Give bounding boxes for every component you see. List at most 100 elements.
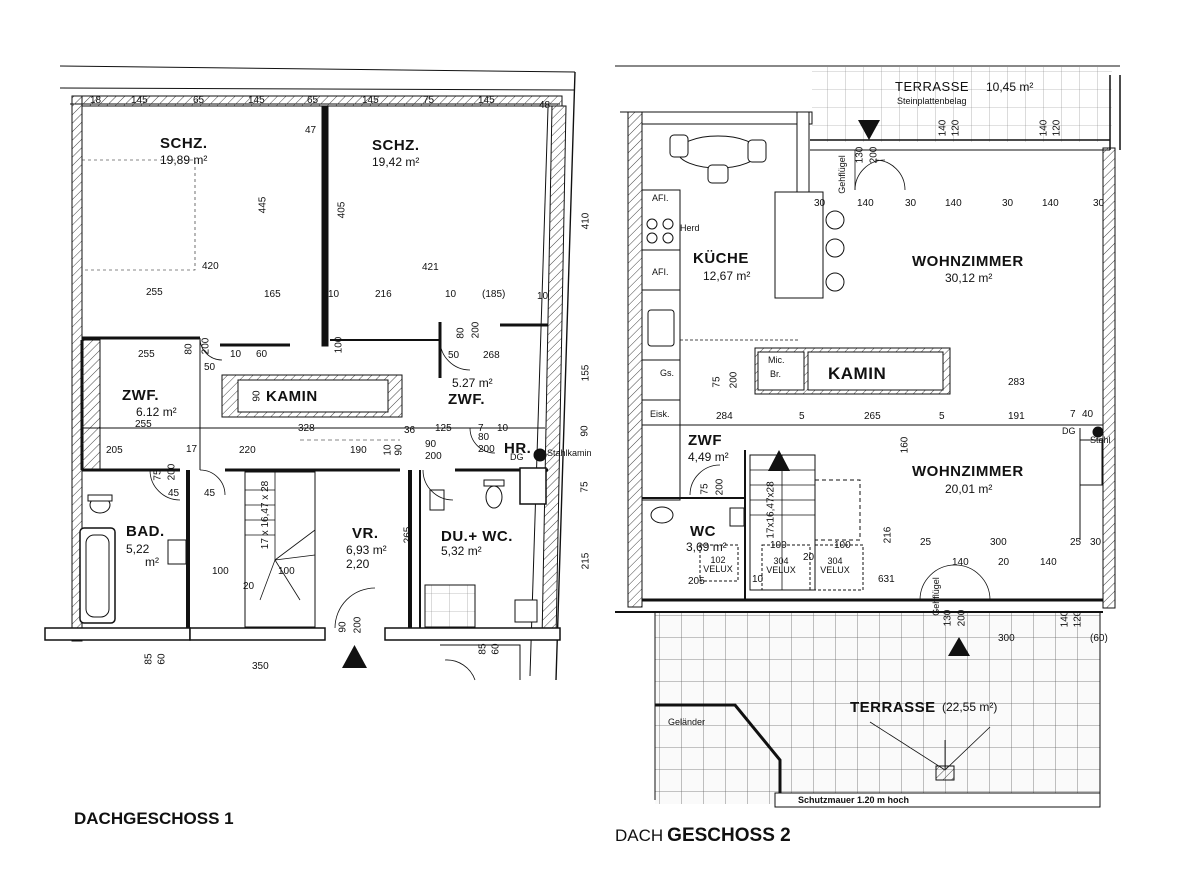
label-velux-3: 304 VELUX	[820, 556, 850, 575]
terrace-bottom-name: TERRASSE	[850, 699, 936, 716]
plan2-terrace-arrow-bottom	[948, 637, 970, 656]
room-wohnzimmer2-area: 20,01 m²	[945, 482, 993, 496]
dim: 410	[580, 212, 592, 230]
dim: 85	[477, 643, 489, 655]
dim: 45	[168, 488, 180, 499]
dim: 255	[146, 287, 163, 298]
dim: 90	[579, 425, 591, 437]
room-du-wc-area: 5,32 m²	[441, 544, 482, 558]
dim: 140	[1038, 119, 1050, 137]
dim: 200	[956, 609, 968, 627]
dim: 140	[1040, 557, 1057, 568]
plan2-title-prefix: DACH	[615, 826, 664, 845]
terrace-top-note: Steinplattenbelag	[897, 96, 967, 106]
dim: 10	[382, 444, 394, 456]
label-gehfluegel-top: Gehflügel	[836, 155, 847, 194]
dim: 100	[770, 540, 787, 551]
dim: 36	[404, 425, 416, 436]
dim: 25	[920, 537, 932, 548]
dim: 10	[230, 349, 242, 360]
plan2-terrace-arrow-top	[858, 120, 880, 140]
terrace-bottom-area: (22,55 m²)	[942, 700, 998, 714]
dim: 120	[950, 119, 962, 137]
dim: 120	[1051, 119, 1063, 137]
dim: 268	[483, 350, 500, 361]
dim: 350	[252, 661, 269, 672]
room-hr-name: HR.	[504, 440, 532, 457]
room-wohnzimmer1-area: 30,12 m²	[945, 271, 993, 285]
dim: 421	[422, 262, 439, 273]
dim: 255	[138, 349, 155, 360]
room-zwf-left-area: 6.12 m²	[136, 405, 177, 419]
plan1-walls	[44, 65, 576, 681]
dim: 283	[1008, 377, 1025, 388]
label-velux-2: 304 VELUX	[766, 556, 796, 575]
room-kamin-1-name: KAMIN	[266, 388, 318, 405]
room-schz-left-name: SCHZ.	[160, 135, 208, 152]
room-bad-area: 5,22	[126, 542, 150, 556]
dim: 75	[152, 469, 164, 481]
room-schz-right-name: SCHZ.	[372, 137, 420, 154]
room-bad-unit: m²	[145, 555, 159, 569]
label-br: Br.	[770, 369, 782, 379]
dim: 145	[248, 95, 265, 106]
dim: 191	[1008, 411, 1025, 422]
room-zwf-left-name: ZWF.	[122, 387, 159, 404]
room-vr-area: 6,93 m²	[346, 543, 387, 557]
dim: 50	[204, 362, 216, 373]
dim: 216	[375, 289, 392, 300]
label-schutzmauer: Schutzmauer 1.20 m hoch	[798, 795, 910, 805]
dim: 140	[1042, 198, 1059, 209]
dim: (185)	[482, 289, 506, 300]
dim: 80	[455, 327, 467, 339]
dim: 100	[333, 336, 345, 354]
dim: 284	[716, 411, 733, 422]
room-vr-height: 2,20	[346, 557, 370, 571]
dim: 140	[945, 198, 962, 209]
dim: 205	[106, 445, 123, 456]
label-afi-2: AFI.	[652, 267, 669, 277]
dim: 25	[1070, 537, 1082, 548]
dim: 220	[239, 445, 256, 456]
label-afi-1: AFI.	[652, 193, 669, 203]
dim: 140	[857, 198, 874, 209]
dim: 40	[1082, 409, 1094, 420]
plan2-walls	[615, 65, 1121, 808]
dim: 60	[256, 349, 268, 360]
dim: 20	[243, 581, 255, 592]
dim: 145	[362, 95, 379, 106]
dim: 47	[305, 125, 317, 136]
dim: 420	[202, 261, 219, 272]
dim: 90	[337, 621, 349, 633]
dim: 265	[864, 411, 881, 422]
dim: 7	[478, 423, 484, 434]
label-gs: Gs.	[660, 368, 675, 378]
dim: 30	[1002, 198, 1014, 209]
dim: 405	[336, 201, 348, 219]
plan1-entrance-arrow	[342, 645, 367, 668]
dim: 75	[711, 376, 723, 388]
room-kamin-2-name: KAMIN	[828, 364, 887, 383]
room-vr-name: VR.	[352, 525, 379, 542]
dim: 65	[307, 95, 319, 106]
dim: 255	[135, 419, 152, 430]
dim: 130	[942, 609, 954, 627]
dim: 160	[899, 436, 911, 454]
room-bad-name: BAD.	[126, 523, 165, 540]
room-schz-left-area: 19,89 m²	[160, 153, 208, 167]
dim: 80	[183, 343, 195, 355]
dim: 200	[868, 146, 880, 164]
dim: 90	[251, 390, 263, 402]
dim: 30	[814, 198, 826, 209]
dim: 10	[497, 423, 509, 434]
dim: 5	[799, 411, 805, 422]
label-gelaender: Geländer	[668, 717, 706, 727]
dim: 100	[212, 566, 229, 577]
dim: 90	[393, 444, 405, 456]
room-wohnzimmer2-name: WOHNZIMMER	[912, 463, 1024, 480]
room-zwf-right-name: ZWF.	[448, 391, 485, 408]
dim: 20	[803, 552, 815, 563]
dim: 145	[478, 95, 495, 106]
